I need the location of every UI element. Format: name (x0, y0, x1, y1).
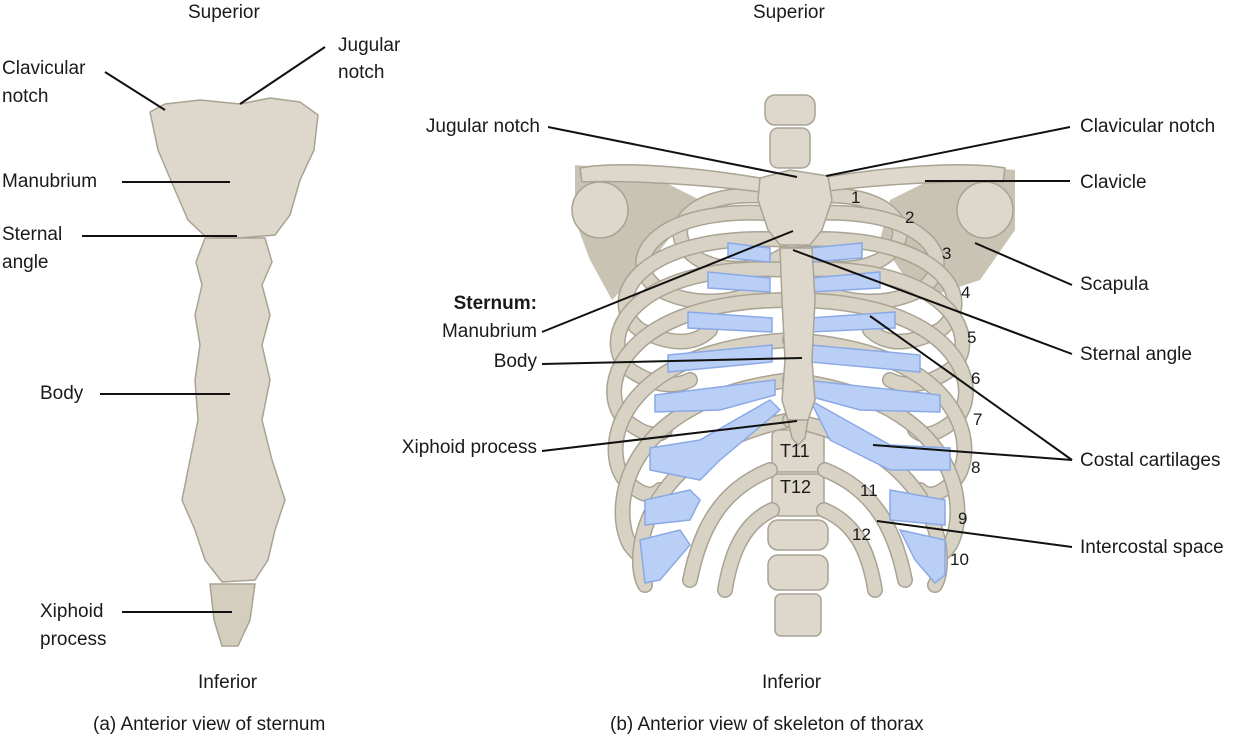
leader-b-scapula (974, 242, 1073, 286)
b-scapula-label: Scapula (1080, 274, 1149, 295)
a-inferior-label: Inferior (198, 672, 258, 693)
a-caption: (a) Anterior view of sternum (93, 714, 326, 735)
rib-number-1: 1 (851, 188, 861, 207)
leader-b-costal-1 (869, 315, 1073, 461)
a-superior-label: Superior (188, 2, 260, 23)
rib-number-10: 10 (950, 550, 969, 569)
thorax-manubrium-shape (757, 169, 833, 246)
b-inferior-label: Inferior (762, 672, 822, 693)
manubrium-shape (149, 97, 319, 239)
rib-number-7: 7 (973, 410, 983, 429)
leader-b-body (541, 357, 803, 365)
vertebra-t12-label: T12 (780, 477, 812, 497)
leader-a-clavicular (104, 71, 166, 111)
leader-b-intercostal (876, 520, 1073, 548)
rib-number-9: 9 (958, 509, 968, 528)
humeral-head-right (956, 181, 1014, 239)
vertebra-t12 (771, 473, 825, 517)
humeral-head-left (571, 181, 629, 239)
b-clavicular-notch-label: Clavicular notch (1080, 116, 1216, 137)
body-shape (181, 237, 286, 583)
b-jugular-notch-label: Jugular notch (425, 116, 540, 137)
rib-number-5: 5 (967, 328, 977, 347)
rib-number-12: 12 (852, 525, 871, 544)
xiphoid-shape (209, 583, 256, 647)
leader-a-jugular (239, 46, 326, 105)
leader-b-xiphoid (541, 420, 798, 452)
b-xiphoid-label: Xiphoid process (401, 437, 537, 458)
thorax-sternum-body-shape (779, 247, 816, 421)
leader-b-jugular (547, 126, 798, 178)
a-manubrium-label: Manubrium (2, 171, 98, 192)
lumbar-vertebra (767, 519, 829, 551)
a-clavicular-notch-label-line1: Clavicular (2, 58, 86, 79)
b-clavicle-label: Clavicle (1080, 172, 1147, 193)
thorax-illustration (571, 94, 1015, 637)
vertebra-t11-label: T11 (780, 441, 810, 461)
b-body-label: Body (493, 351, 537, 372)
b-intercostal-space-label: Intercostal space (1080, 537, 1224, 558)
b-sternum-heading: Sternum: (453, 293, 537, 314)
leader-b-costal-2 (872, 444, 1073, 461)
sternum-illustration (149, 97, 319, 647)
leader-b-clavicular (825, 126, 1071, 177)
lumbar-vertebra (767, 554, 829, 591)
b-sternal-angle-label: Sternal angle (1080, 344, 1192, 365)
a-sternal-angle-label-line1: Sternal (2, 224, 63, 245)
rib-number-11: 11 (860, 481, 878, 500)
a-xiphoid-label-line1: Xiphoid (40, 601, 104, 622)
cervical-vertebra (764, 94, 816, 126)
cervical-vertebra (769, 127, 811, 169)
b-manubrium-label: Manubrium (441, 321, 537, 342)
rib-number-4: 4 (961, 283, 971, 302)
rib-number-8: 8 (971, 458, 981, 477)
rib-number-3: 3 (942, 244, 952, 263)
a-xiphoid-label-line2: process (40, 629, 107, 650)
a-body-label: Body (40, 383, 84, 404)
thorax-xiphoid-shape (787, 419, 809, 447)
lumbar-vertebra (774, 593, 822, 637)
a-jugular-notch-label-line2: notch (338, 62, 385, 83)
leader-b-manubrium (541, 230, 794, 333)
rib-number-6: 6 (971, 369, 981, 388)
a-jugular-notch-label-line1: Jugular (338, 35, 401, 56)
rib-number-2: 2 (905, 208, 915, 227)
b-superior-label: Superior (753, 2, 825, 23)
a-clavicular-notch-label-line2: notch (2, 86, 49, 107)
b-costal-cartilages-label: Costal cartilages (1080, 450, 1221, 471)
leader-b-sternal-angle (792, 249, 1073, 355)
a-sternal-angle-label-line2: angle (2, 252, 49, 273)
costal-cartilages (639, 242, 951, 585)
b-caption: (b) Anterior view of skeleton of thorax (610, 714, 924, 735)
